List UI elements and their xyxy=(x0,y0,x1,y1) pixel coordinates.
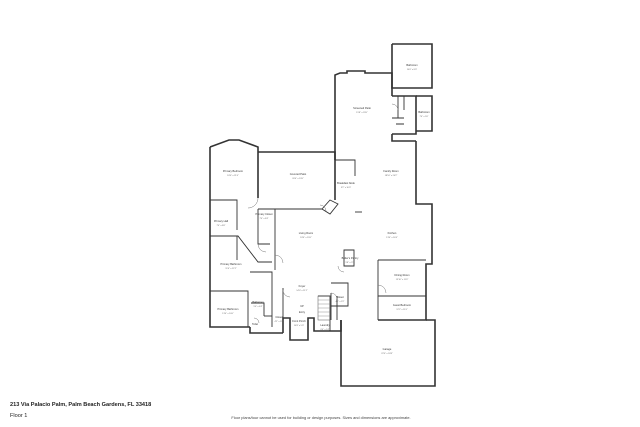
dim-dining-room: 13'10" x 11'4" xyxy=(396,279,409,281)
room-foyer: Foyer xyxy=(299,284,306,288)
room-bathroom-top: Bathroom xyxy=(406,63,417,67)
stairs xyxy=(317,295,331,321)
dim-butlers-pantry: 5'8" x 7'0" xyxy=(345,262,354,264)
room-front-porch: Front Porch xyxy=(292,319,306,323)
room-screened-patio: Screened Patio xyxy=(353,106,371,110)
room-guest-bedroom: Guest Bedroom xyxy=(393,303,411,307)
room-laundry: Laundry xyxy=(320,323,330,327)
floor-label: Floor 1 xyxy=(10,413,28,419)
room-primary-closet: Primary Closet xyxy=(255,212,272,216)
room-up: UP xyxy=(300,304,304,308)
dim-closet-mid: 4'0" x 3'2" xyxy=(335,301,344,303)
dim-screened-patio: 15'8" x 23'0" xyxy=(356,112,368,114)
dim-primary-bathroom: 11'4" x 12'2" xyxy=(225,268,237,270)
dim-closet-small: 4'2" x 2'6" xyxy=(274,321,283,323)
dim-garage: 22'0" x 24'8" xyxy=(381,353,393,355)
dim-covered-patio: 26'4" x 13'0" xyxy=(292,178,304,180)
interior-walls xyxy=(210,96,426,331)
dim-laundry: 6'4" x 5'4" xyxy=(320,329,329,331)
room-closet-small: Closet xyxy=(275,315,283,319)
room-labels: Bathroom 10'0" x 8'0" Screened Patio 15'… xyxy=(214,63,430,355)
room-bathroom-right: Bathroom xyxy=(418,110,429,114)
room-closet-mid: Closet xyxy=(336,295,344,299)
room-breakfast-nook: Breakfast Nook xyxy=(337,181,355,185)
dim-primary-bathroom-2: 13'4" x 10'0" xyxy=(222,313,234,315)
dim-kitchen: 13'4" x 16'4" xyxy=(386,237,398,239)
room-dining-room: Dining Room xyxy=(395,273,410,277)
exterior-walls xyxy=(209,43,436,387)
room-bathroom-mid: Bathroom xyxy=(252,300,263,304)
room-primary-bedroom: Primary Bedroom xyxy=(223,169,243,173)
room-primary-bathroom-2: Primary Bathroom xyxy=(218,307,239,311)
room-family-room: Family Room xyxy=(383,169,398,173)
room-covered-patio: Covered Patio xyxy=(290,172,307,176)
dim-family-room: 18'10" x 20'2" xyxy=(385,175,398,177)
room-butlers-pantry: Butler's Pantry xyxy=(342,256,359,260)
room-toilet: Toilet xyxy=(252,322,258,326)
room-kitchen: Kitchen xyxy=(388,231,397,235)
room-living-room: Living Room xyxy=(299,231,313,235)
dim-guest-bedroom: 12'2" x 11'0" xyxy=(396,309,408,311)
room-primary-bathroom: Primary Bathroom xyxy=(221,262,242,266)
disclaimer-text: Floor plans/tour cannot be used for buil… xyxy=(231,415,411,420)
room-primary-hall: Primary Hall xyxy=(214,219,229,223)
dim-primary-bedroom: 18'0" x 21'4" xyxy=(227,175,239,177)
door-swings xyxy=(247,103,399,324)
dim-front-porch: 10'8" x 5'0" xyxy=(294,325,305,327)
dim-living-room: 18'6" x 19'0" xyxy=(300,237,312,239)
room-garage: Garage xyxy=(383,347,392,351)
dim-bathroom-mid: 5'0" x 6'4" xyxy=(253,306,262,308)
property-address: 213 Via Palacio Palm, Palm Beach Gardens… xyxy=(10,402,152,408)
dim-primary-hall: 7'4" x 8'6" xyxy=(216,225,225,227)
dim-foyer: 14'0" x 11'2" xyxy=(296,290,308,292)
dim-primary-closet: 7'4" x 8'4" xyxy=(259,218,268,220)
dim-bathroom-top: 10'0" x 8'0" xyxy=(407,69,418,71)
dim-bathroom-right: 7'4" x 5'0" xyxy=(419,116,428,118)
dim-breakfast-nook: 9'2" x 10'0" xyxy=(341,187,352,189)
room-entry: Entry xyxy=(299,310,306,314)
